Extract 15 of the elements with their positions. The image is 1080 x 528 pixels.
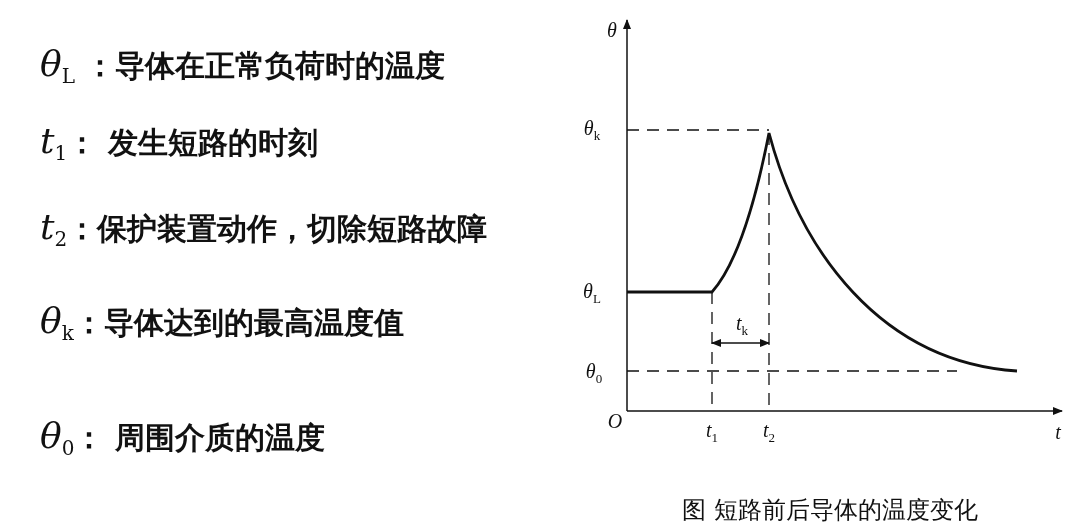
definition-text: θ$_{L}$ ：导体在正常负荷时的温度 [40, 42, 446, 88]
axis-label: θ [607, 18, 617, 42]
tick-label: t$_{2}$ [762, 418, 776, 446]
origin-label: O [607, 409, 623, 433]
figure-caption: 图 短路前后导体的温度变化 [682, 495, 978, 526]
tick-label: θ$_{k}$ [583, 116, 601, 144]
tick-label: θ$_{0}$ [585, 359, 603, 387]
definition-text: t$_{1}$： 发生短路的时刻 [40, 119, 318, 165]
definition-text: θ$_{0}$： 周围介质的温度 [40, 414, 325, 460]
axis-label: t [1055, 420, 1061, 444]
tick-label: t$_{1}$ [705, 418, 719, 446]
definition-text: θ$_{k}$：导体达到的最高温度值 [40, 299, 404, 345]
tick-label: θ$_{L}$ [583, 279, 601, 307]
definition-text: t$_{2}$：保护装置动作，切除短路故障 [40, 205, 488, 251]
dimension-label: t$_{k}$ [735, 311, 749, 339]
